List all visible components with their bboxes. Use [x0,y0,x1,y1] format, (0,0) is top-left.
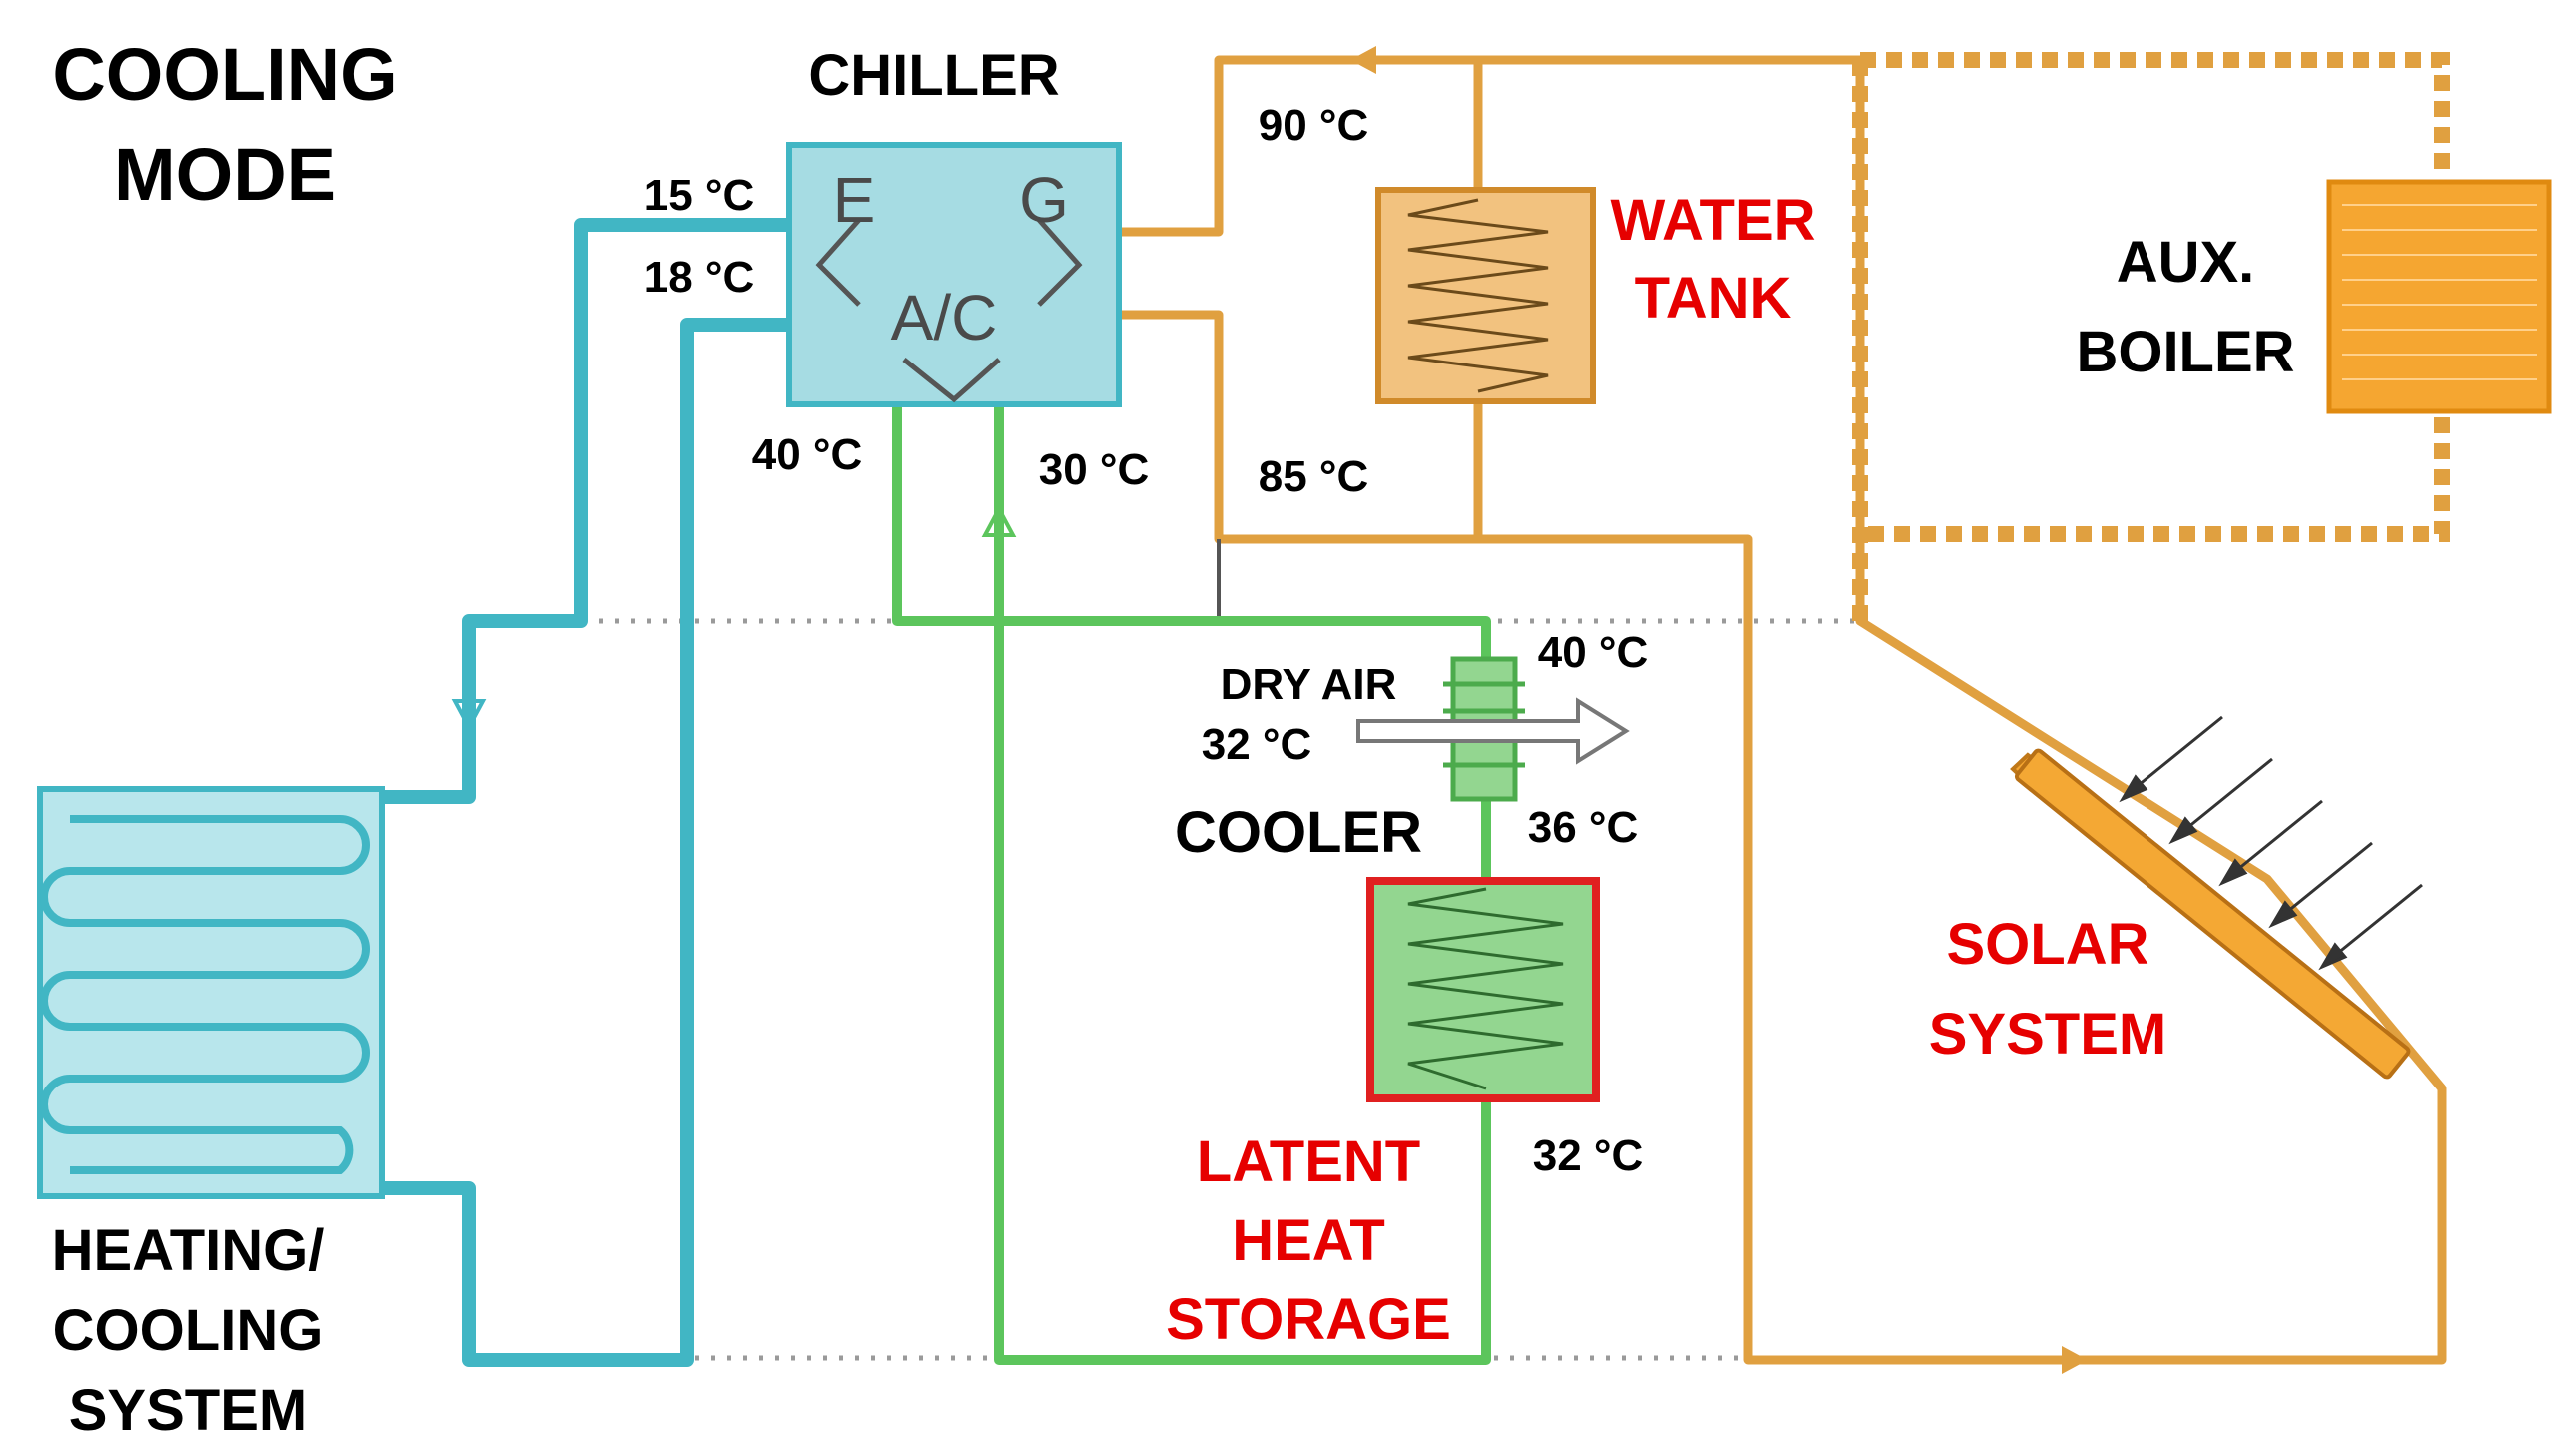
evaporator-label: E [833,164,876,236]
temp-cooler-out: 36 °C [1528,803,1639,852]
flow-arrow-icon [981,504,1017,537]
sun-rays [2119,715,2423,971]
temp-storage-out: 32 °C [1533,1131,1644,1180]
cooler-label: COOLER [1175,800,1422,865]
latent-heat-storage-label-line2: HEAT [1232,1208,1385,1273]
flow-arrow-icon [2062,1346,2088,1374]
aux-boiler-label-line2: BOILER [2076,320,2294,384]
water-tank [1375,187,1596,404]
generator-label: G [1019,164,1069,236]
dotted-guide-lines [599,618,1858,1361]
chiller-label: CHILLER [808,43,1059,108]
mode-title-line1: COOLING [52,33,397,116]
aux-boiler [2326,179,2552,414]
temp-evaporator-in: 18 °C [644,253,755,302]
temp-cooler-in: 40 °C [1538,628,1649,677]
latent-heat-storage-tank [1366,877,1600,1102]
heating-cooling-coil [37,786,385,1199]
heating-cooling-label-line2: COOLING [53,1298,324,1363]
temp-generator-in: 90 °C [1259,101,1369,150]
dry-air-temp: 32 °C [1202,720,1312,769]
mode-title-line2: MODE [114,133,336,216]
temp-ac-in: 30 °C [1039,445,1150,494]
chilled-water-loop [380,218,819,1367]
dry-air-label: DRY AIR [1221,660,1397,709]
temp-evaporator-out: 15 °C [644,171,755,220]
aux-boiler-loop [1852,52,2450,621]
solar-system-label-line1: SOLAR [1947,912,2149,977]
heating-cooling-label-line1: HEATING/ [52,1218,325,1283]
flow-arrow-icon [451,699,487,732]
water-tank-label-line2: TANK [1635,266,1792,331]
flow-arrow-icon [1350,46,1376,74]
water-tank-label-line1: WATER [1610,188,1815,253]
latent-heat-storage-label-line3: STORAGE [1166,1287,1451,1352]
dry-air-arrow-icon [1356,697,1630,765]
absorber-condenser-label: A/C [891,282,998,354]
aux-boiler-label-line1: AUX. [2117,230,2255,295]
chiller-unit [786,142,1122,407]
heating-cooling-label-line3: SYSTEM [69,1378,308,1443]
solar-system-label-line2: SYSTEM [1929,1002,2167,1067]
latent-heat-storage-label-line1: LATENT [1197,1129,1420,1194]
temp-ac-out: 40 °C [752,430,863,479]
solar-collector [2010,748,2411,1080]
temp-generator-out: 85 °C [1259,452,1369,501]
